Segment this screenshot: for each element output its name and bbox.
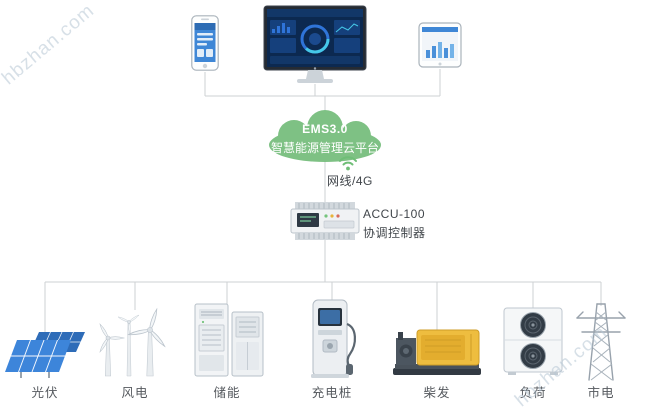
terminal-phone: [191, 15, 219, 76]
diesel-generator-icon: [393, 329, 481, 375]
node-grid: [569, 298, 633, 387]
node-label-grid: 市电: [587, 386, 615, 400]
battery-storage-icon: [194, 303, 264, 377]
uplink: [338, 155, 358, 176]
cloud-platform-title: EMS3.0 智慧能源管理云平台: [250, 120, 400, 157]
hvac-unit-icon: [503, 307, 563, 375]
node-load: [502, 306, 564, 381]
uplink-label: 网线/4G: [327, 174, 373, 188]
cloud-title-line1: EMS3.0: [302, 122, 348, 136]
controller-model: ACCU-100: [363, 207, 426, 221]
tablet-icon: [418, 22, 462, 68]
terminal-monitor: [263, 5, 367, 92]
node-charger: [305, 298, 359, 385]
cloud-title-line2: 智慧能源管理云平台: [270, 140, 379, 155]
node-label-load: 负荷: [519, 386, 547, 400]
controller-label: ACCU-100 协调控制器: [363, 205, 426, 242]
wifi-icon: [339, 156, 357, 171]
controller-device-icon: [290, 202, 360, 240]
node-label-charger: 充电桩: [311, 386, 353, 400]
ev-charger-icon: [311, 299, 356, 378]
wind-turbine-icon: [99, 307, 166, 377]
node-pv: [3, 328, 87, 385]
smartphone-icon: [191, 15, 219, 71]
coordination-controller: [290, 201, 360, 246]
node-diesel: [391, 320, 483, 383]
node-storage: [193, 302, 265, 383]
node-label-wind: 风电: [121, 386, 149, 400]
node-wind: [92, 302, 178, 385]
desktop-monitor-icon: [263, 5, 367, 83]
transmission-tower-icon: [576, 303, 626, 381]
node-label-pv: 光伏: [31, 386, 59, 400]
terminal-tablet: [418, 22, 462, 73]
cloud-icon: [269, 110, 381, 162]
solar-panel-icon: [5, 331, 85, 378]
node-label-storage: 储能: [213, 386, 241, 400]
controller-name: 协调控制器: [363, 225, 426, 240]
cloud-platform: EMS3.0 智慧能源管理云平台: [250, 108, 400, 164]
node-label-diesel: 柴发: [423, 386, 451, 400]
